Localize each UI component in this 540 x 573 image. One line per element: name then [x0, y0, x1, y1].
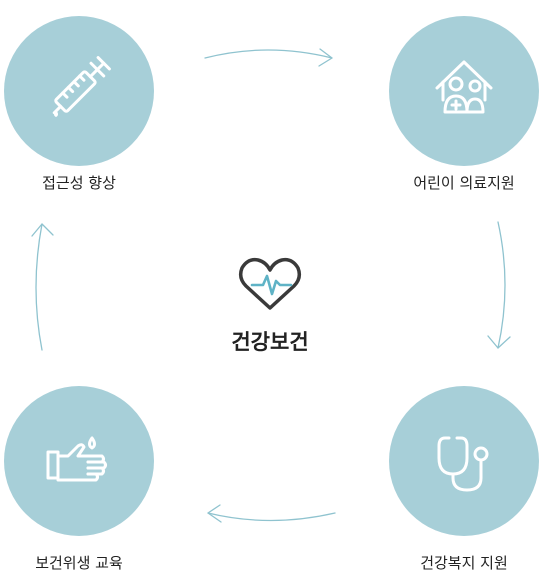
hand-wash-icon: [46, 436, 107, 482]
house-family-icon: [435, 60, 493, 114]
node-label-hygiene: 보건위생 교육: [35, 554, 123, 572]
node-welfare-circle: [389, 386, 539, 536]
syringe-icon: [52, 56, 111, 117]
node-accessibility-circle: [4, 16, 154, 166]
arrow-top: [204, 49, 333, 59]
arrow-bottom: [207, 512, 336, 522]
node-label-accessibility: 접근성 향상: [42, 174, 116, 192]
heart-pulse-icon: [238, 257, 302, 310]
stethoscope-icon: [437, 436, 489, 492]
arrow-left: [35, 223, 43, 351]
node-child-medical-circle: [389, 16, 539, 166]
node-hygiene-circle: [4, 386, 154, 536]
center-title: 건강보건: [231, 330, 309, 354]
node-label-welfare: 건강복지 지원: [420, 554, 508, 572]
arrow-right: [497, 221, 506, 349]
node-label-child-medical: 어린이 의료지원: [413, 174, 515, 192]
